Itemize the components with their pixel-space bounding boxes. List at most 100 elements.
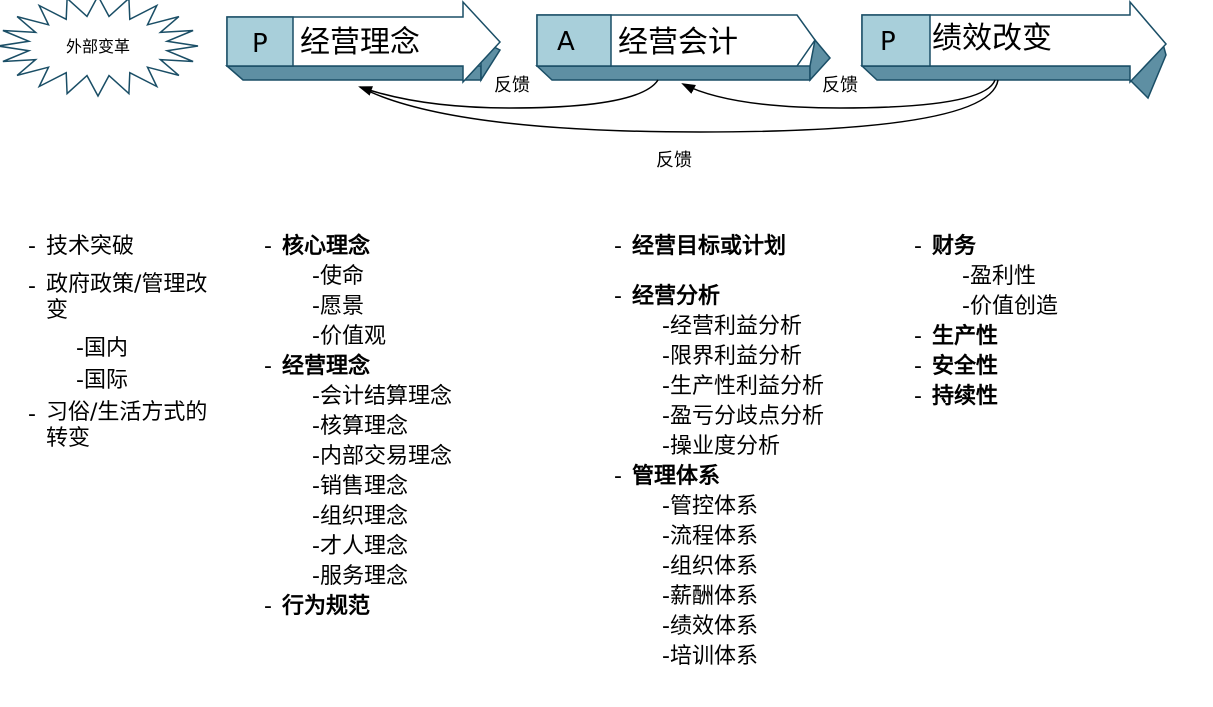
pdca-flow-diagram: 外部变革 P 经营理念 A 经营会计 P 绩效改变 反馈 反馈 反馈 bbox=[0, 0, 1168, 171]
list-subitem: -薪酬体系 bbox=[614, 582, 894, 612]
external-change-label: 外部变革 bbox=[66, 37, 130, 56]
column-business-accounting: -经营目标或计划-经营分析-经营利益分析-限界利益分析-生产性利益分析-盈亏分歧… bbox=[614, 232, 894, 672]
list-subitem: -才人理念 bbox=[264, 532, 524, 562]
flow-step-2-letter-box bbox=[536, 14, 612, 67]
column-business-philosophy: -核心理念-使命-愿景-价值观-经营理念-会计结算理念-核算理念-内部交易理念-… bbox=[264, 232, 524, 622]
list-text: 核心理念 bbox=[282, 234, 371, 259]
list-text: 习俗/生活方式的转变 bbox=[46, 400, 208, 451]
bullet-dash: - bbox=[914, 384, 922, 409]
list-heading: -习俗/生活方式的转变 bbox=[28, 400, 228, 454]
flow-step-3-letter-box bbox=[861, 14, 931, 67]
list-heading: -行为规范 bbox=[264, 592, 524, 622]
bullet-dash: - bbox=[264, 354, 272, 379]
list-text: -价值创造 bbox=[962, 294, 1058, 319]
list-heading: -技术突破 bbox=[28, 232, 228, 262]
list-text: -国内 bbox=[76, 336, 128, 361]
list-heading: -核心理念 bbox=[264, 232, 524, 262]
list-text: -使命 bbox=[312, 264, 364, 289]
list-text: -限界利益分析 bbox=[662, 344, 802, 369]
flow-step-3-label: 绩效改变 bbox=[932, 21, 1052, 56]
list-text: -价值观 bbox=[312, 324, 386, 349]
feedback-label-2: 反馈 bbox=[822, 75, 858, 96]
list-text: -才人理念 bbox=[312, 534, 408, 559]
external-change-starburst: 外部变革 bbox=[0, 0, 199, 98]
list-subitem: -操业度分析 bbox=[614, 432, 894, 462]
list-text: -绩效体系 bbox=[662, 614, 758, 639]
list-text: -销售理念 bbox=[312, 474, 408, 499]
bullet-dash: - bbox=[28, 234, 36, 259]
list-text: 经营目标或计划 bbox=[632, 234, 787, 259]
list-subitem: -绩效体系 bbox=[614, 612, 894, 642]
list-text: -组织理念 bbox=[312, 504, 408, 529]
list-heading: -安全性 bbox=[914, 352, 1114, 382]
bullet-dash: - bbox=[28, 274, 36, 299]
feedback-arrow-long bbox=[361, 79, 999, 133]
list-text: -生产性利益分析 bbox=[662, 374, 824, 399]
list-subitem: -盈利性 bbox=[914, 262, 1114, 292]
list-heading: -经营分析 bbox=[614, 282, 894, 312]
list-text: -经营利益分析 bbox=[662, 314, 802, 339]
list-text: -流程体系 bbox=[662, 524, 758, 549]
flow-step-1-letter-box bbox=[226, 16, 294, 67]
list-subitem: -服务理念 bbox=[264, 562, 524, 592]
list-subitem: -会计结算理念 bbox=[264, 382, 524, 412]
list-subitem: -流程体系 bbox=[614, 522, 894, 552]
feedback-label-3: 反馈 bbox=[656, 150, 692, 171]
list-text: -盈亏分歧点分析 bbox=[662, 404, 824, 429]
list-text: -培训体系 bbox=[662, 644, 758, 669]
column-performance-change: -财务-盈利性-价值创造-生产性-安全性-持续性 bbox=[914, 232, 1114, 412]
list-subitem: -组织理念 bbox=[264, 502, 524, 532]
list-subitem: -使命 bbox=[264, 262, 524, 292]
list-text: 行为规范 bbox=[282, 594, 371, 619]
list-subitem: -核算理念 bbox=[264, 412, 524, 442]
flow-step-3-letter: P bbox=[880, 27, 896, 57]
bullet-dash: - bbox=[264, 234, 272, 259]
list-text: -管控体系 bbox=[662, 494, 758, 519]
list-text: -愿景 bbox=[312, 294, 364, 319]
list-text: -服务理念 bbox=[312, 564, 408, 589]
bullet-dash: - bbox=[614, 284, 622, 309]
bullet-dash: - bbox=[264, 594, 272, 619]
list-text: 生产性 bbox=[932, 324, 999, 349]
list-text: -国际 bbox=[76, 368, 128, 393]
list-text: -组织体系 bbox=[662, 554, 758, 579]
list-subitem: -经营利益分析 bbox=[614, 312, 894, 342]
list-text: -会计结算理念 bbox=[312, 384, 452, 409]
flow-step-3: P 绩效改变 bbox=[860, 0, 1168, 100]
list-subitem: -盈亏分歧点分析 bbox=[614, 402, 894, 432]
flow-step-1-letter: P bbox=[252, 29, 268, 59]
flow-step-1: P 经营理念 bbox=[225, 0, 502, 84]
list-text: -盈利性 bbox=[962, 264, 1036, 289]
bullet-dash: - bbox=[914, 354, 922, 379]
list-subitem: -生产性利益分析 bbox=[614, 372, 894, 402]
list-heading: -财务 bbox=[914, 232, 1114, 262]
flow-step-2-letter: A bbox=[557, 27, 575, 57]
list-text: -内部交易理念 bbox=[312, 444, 452, 469]
list-subitem: -愿景 bbox=[264, 292, 524, 322]
bullet-dash: - bbox=[614, 464, 622, 489]
list-text: 经营分析 bbox=[632, 284, 721, 309]
list-text: -薪酬体系 bbox=[662, 584, 758, 609]
list-subitem: -价值创造 bbox=[914, 292, 1114, 322]
list-heading: -管理体系 bbox=[614, 462, 894, 492]
list-subitem: -价值观 bbox=[264, 322, 524, 352]
feedback-arrow-p-to-a bbox=[681, 79, 996, 109]
feedback-label-1: 反馈 bbox=[494, 75, 530, 96]
list-text: 财务 bbox=[932, 234, 977, 259]
list-heading: -经营目标或计划 bbox=[614, 232, 894, 262]
list-subitem: -国内 bbox=[28, 334, 228, 364]
list-heading: -生产性 bbox=[914, 322, 1114, 352]
list-subitem: -组织体系 bbox=[614, 552, 894, 582]
list-text: 经营理念 bbox=[282, 354, 371, 379]
flow-step-2-label: 经营会计 bbox=[618, 25, 738, 60]
list-text: 持续性 bbox=[932, 384, 999, 409]
list-heading: -持续性 bbox=[914, 382, 1114, 412]
list-subitem: -培训体系 bbox=[614, 642, 894, 672]
feedback-arrow-a-to-p bbox=[358, 79, 659, 109]
list-text: -操业度分析 bbox=[662, 434, 780, 459]
bullet-dash: - bbox=[28, 402, 36, 427]
list-text: 管理体系 bbox=[632, 464, 721, 489]
flow-step-2: A 经营会计 bbox=[535, 14, 831, 82]
list-text: 技术突破 bbox=[46, 234, 135, 259]
list-subitem: -限界利益分析 bbox=[614, 342, 894, 372]
